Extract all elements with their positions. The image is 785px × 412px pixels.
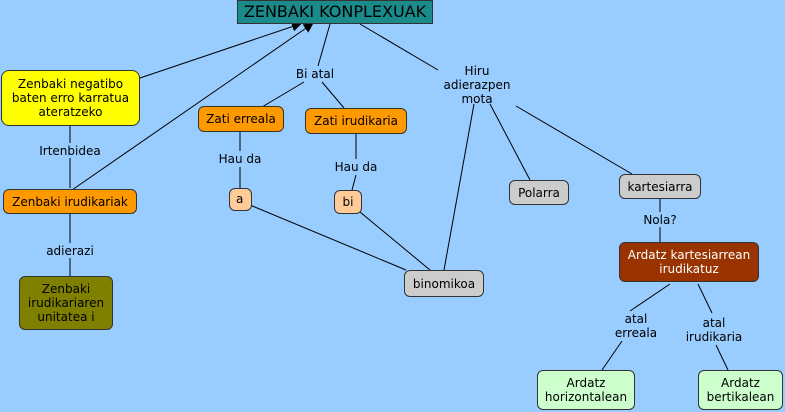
polar-node: Polarra [509, 180, 569, 205]
imaginary-numbers-node: Zenbaki irudikariak [3, 189, 137, 214]
line-axes-reallbl [629, 283, 671, 312]
label-bi-atal: Bi atal [295, 67, 335, 81]
label-adierazi: adierazi [46, 244, 94, 258]
line-biatal-real [261, 81, 305, 108]
label-hiru: Hiru adierazpen mota [443, 64, 511, 106]
cartesian-node: kartesiarra [619, 174, 701, 199]
line-hiru-cartesian [515, 105, 633, 175]
line-reallbl-horizontal [601, 340, 623, 371]
title-node: ZENBAKI KONPLEXUAK [237, 0, 433, 24]
line-hauda-bi [351, 174, 357, 191]
imaginary-unit-node: Zenbaki irudikariaren unitatea i [19, 276, 113, 330]
line-root-title [139, 21, 302, 79]
binomial-node: binomikoa [404, 270, 484, 297]
a-node: a [229, 188, 252, 211]
line-hiru-binomial [443, 103, 475, 271]
horizontal-axis-node: Ardatz horizontalean [537, 370, 635, 410]
line-bi-binomial [359, 211, 431, 271]
line-imaglbl-vertical [715, 344, 729, 371]
line-biatal-imag [321, 81, 345, 109]
real-part-node: Zati erreala [198, 106, 284, 132]
line-imaginary-title [71, 22, 314, 191]
label-atal-erreala: atal erreala [614, 312, 658, 340]
line-title-hiru [359, 23, 439, 71]
vertical-axis-node: Ardatz bertikalean [698, 370, 783, 410]
label-hau-da-imag: Hau da [334, 160, 378, 174]
label-irtenbidea: Irtenbidea [39, 144, 101, 158]
imaginary-part-node: Zati irudikaria [305, 108, 407, 134]
label-hau-da-real: Hau da [218, 152, 262, 166]
line-title-biatal [317, 23, 331, 67]
line-a-binomial [249, 204, 407, 271]
line-axes-imaglbl [697, 283, 713, 314]
cartesian-axes-node: Ardatz kartesiarrean irudikatuz [619, 242, 759, 282]
label-nola: Nola? [643, 213, 677, 227]
bi-node: bi [334, 190, 362, 214]
negative-root-node: Zenbaki negatibo baten erro karratua ate… [1, 70, 140, 126]
label-atal-irudikaria: atal irudikaria [685, 316, 743, 344]
line-hiru-polar [489, 103, 531, 181]
